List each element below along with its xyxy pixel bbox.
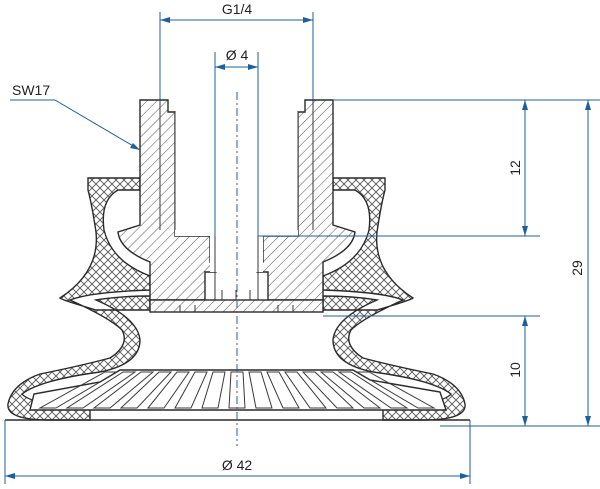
dimension-wrench: SW17 (10, 82, 141, 151)
lip-rib (284, 371, 328, 409)
lip-rib (65, 371, 137, 409)
lip-rib (319, 371, 382, 409)
height-thread-label: 12 (507, 160, 523, 176)
dimension-bore: Ø 4 (214, 47, 259, 236)
height-total-label: 29 (569, 260, 585, 276)
dimension-thread: G1/4 (159, 1, 314, 100)
lip-rib (355, 371, 436, 409)
lip-rib (301, 371, 355, 409)
lip-rib (174, 371, 208, 409)
lip-rib (266, 371, 300, 409)
lip-rib (248, 371, 273, 409)
wrench-label: SW17 (12, 82, 50, 98)
thread-label: G1/4 (222, 1, 253, 17)
lip-rib (201, 371, 226, 409)
bore-label: Ø 4 (226, 47, 249, 63)
dimension-diameter: Ø 42 (4, 420, 471, 484)
lip-rib (92, 371, 155, 409)
dimension-heights: 12 10 29 (258, 99, 600, 427)
diameter-label: Ø 42 (222, 457, 253, 473)
lip-rib (38, 371, 119, 409)
bellows-body (7, 177, 466, 421)
lip-rib (337, 371, 409, 409)
lip-rib (146, 371, 190, 409)
height-bellows-label: 10 (507, 362, 523, 378)
threaded-fitting (117, 99, 356, 313)
lip-rib (228, 371, 246, 409)
lip-rib (119, 371, 173, 409)
